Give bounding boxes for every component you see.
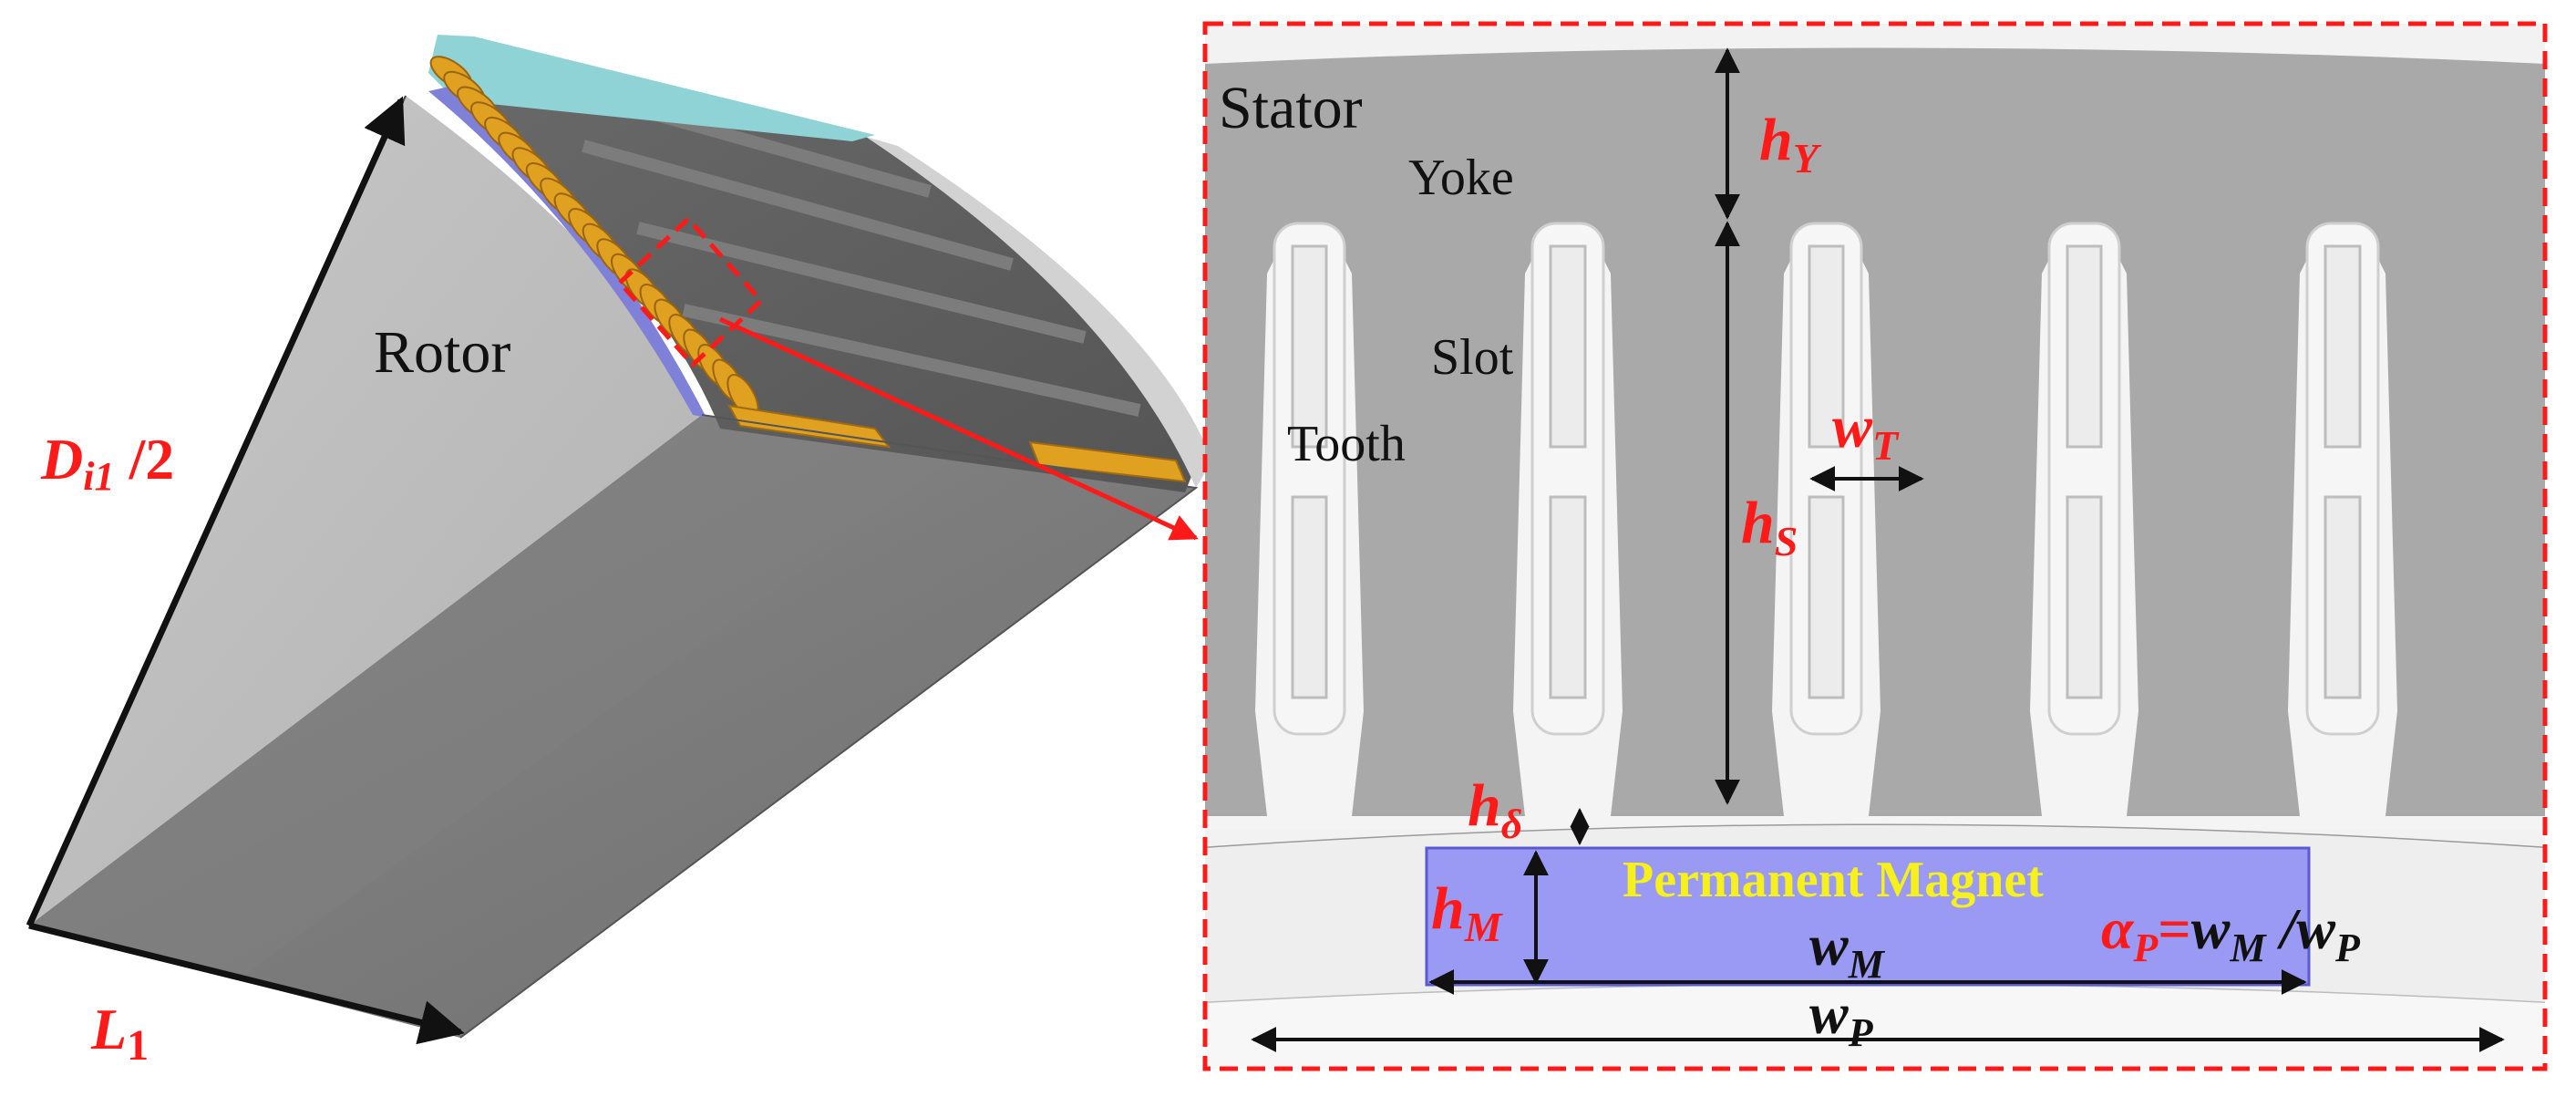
slot-conductor [1291, 244, 1328, 449]
rotor-end-face [29, 96, 702, 926]
slot-conductor [2324, 495, 2362, 699]
wt-label: wT [1832, 394, 1900, 469]
rotor-3d-model [28, 35, 1212, 1039]
rotor-label: Rotor [374, 319, 510, 386]
slot-conductor [1549, 495, 1587, 699]
hdelta-label: hδ [1468, 772, 1522, 847]
cyan-end-cap [428, 35, 875, 141]
di1-dimension-arrow [26, 96, 406, 927]
wm-label: wM [1809, 913, 1886, 987]
stator-tooth [1588, 228, 1807, 816]
tooth-label: Tooth [1287, 416, 1406, 472]
stator-tooth [2363, 228, 2545, 816]
zoom-leader-arrow [718, 316, 1199, 541]
slot-label: Slot [1431, 329, 1514, 386]
stator-tooth [1846, 228, 2065, 816]
slot-conductor [2066, 244, 2103, 449]
alpha-formula: αP=wM /wP [2101, 896, 2361, 970]
stator-tooth [2104, 228, 2323, 816]
slot-conductor [2066, 495, 2103, 699]
zoom-region-marker [616, 215, 765, 368]
slot-conductor [1808, 244, 1845, 449]
slot-conductor [1549, 244, 1587, 449]
slot-conductor [1291, 495, 1328, 699]
l1-label: L1 [90, 997, 149, 1070]
stator-label: Stator [1219, 75, 1363, 141]
detail-frame [1202, 21, 2548, 1071]
wp-label: wP [1809, 981, 1874, 1055]
hy-label: hY [1759, 107, 1822, 181]
magnet-strip [428, 87, 706, 418]
l1-dimension-arrow [28, 922, 465, 1045]
hm-label: hM [1431, 875, 1504, 950]
di1-label: Di1 /2 [40, 427, 174, 499]
stator-tooth [1329, 228, 1548, 816]
slot-conductor [2324, 244, 2362, 449]
stator-tooth [1205, 228, 1290, 816]
permanent-magnet-label: Permanent Magnet [1623, 852, 2044, 908]
hs-label: hS [1741, 490, 1798, 564]
permanent-magnet [1425, 846, 2311, 987]
coil-windings [429, 56, 759, 419]
slot-conductor [1808, 495, 1845, 699]
stator-yoke [1205, 47, 2545, 230]
yoke-label: Yoke [1408, 150, 1514, 206]
